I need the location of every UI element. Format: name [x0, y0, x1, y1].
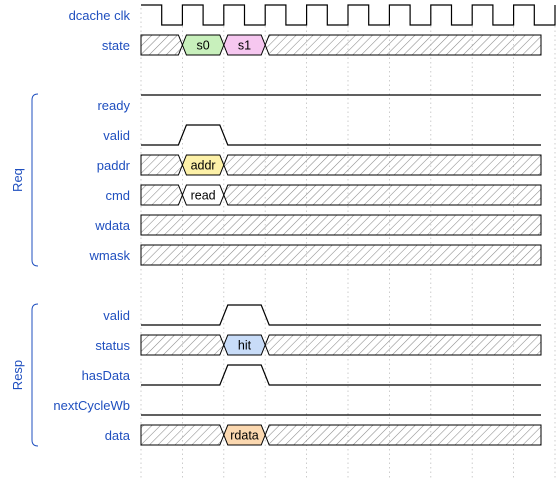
signal-row-req-valid: valid [103, 124, 541, 146]
logic-wave [141, 124, 541, 146]
segment-value: rdata [230, 429, 259, 443]
signal-row-req-ready: ready [97, 94, 541, 113]
segment-value: read [191, 189, 216, 203]
signal-row-req-wdata: wdata [94, 214, 542, 236]
undefined-segment [140, 244, 542, 266]
signal-row-req-wmask: wmask [89, 244, 542, 266]
undefined-segment [223, 154, 542, 176]
undefined-segment [140, 184, 183, 206]
logic-wave [141, 364, 541, 386]
group-label: Resp [10, 360, 25, 390]
segment-value: s1 [238, 39, 251, 53]
signal-label-req-ready: ready [97, 98, 130, 113]
signal-row-resp-valid: valid [103, 304, 541, 326]
signal-label-resp-has-data: hasData [82, 368, 131, 383]
group-req: Req [10, 93, 39, 267]
signal-label-req-cmd: cmd [105, 188, 130, 203]
undefined-segment [223, 184, 542, 206]
group-bracket [31, 93, 39, 267]
undefined-segment [140, 334, 225, 356]
signal-label-resp-valid: valid [103, 308, 130, 323]
signal-row-resp-next-cycle-wb: nextCycleWb [53, 398, 541, 416]
signal-label-resp-status: status [95, 338, 130, 353]
undefined-segment [264, 424, 542, 446]
undefined-segment [140, 214, 542, 236]
undefined-segment [264, 334, 542, 356]
signal-row-resp-status: status hit [95, 334, 542, 356]
group-resp: Resp [10, 303, 39, 447]
signal-label-resp-next-cycle-wb: nextCycleWb [53, 398, 130, 413]
segment-value: s0 [196, 39, 209, 53]
segment-value: hit [238, 339, 252, 353]
signal-label-req-valid: valid [103, 128, 130, 143]
signal-row-resp-has-data: hasData [82, 364, 541, 386]
signal-row-req-cmd: cmd read [105, 184, 542, 206]
signal-label-req-wdata: wdata [94, 218, 130, 233]
segment-value: addr [191, 159, 216, 173]
signal-row-resp-data: data rdata [105, 424, 542, 446]
signal-label-state: state [102, 38, 130, 53]
undefined-segment [264, 34, 542, 56]
clock-wave [141, 4, 556, 26]
grid-lines [140, 8, 556, 480]
logic-wave [141, 304, 541, 326]
undefined-segment [140, 34, 183, 56]
undefined-segment [140, 154, 183, 176]
signal-label-req-paddr: paddr [97, 158, 131, 173]
signal-label-req-wmask: wmask [89, 248, 131, 263]
group-bracket [31, 303, 39, 447]
signal-label-resp-data: data [105, 428, 131, 443]
signal-row-clock: dcache clk [69, 4, 556, 26]
signal-row-state: state s0 s1 [102, 34, 542, 56]
signal-row-req-paddr: paddr addr [97, 154, 542, 176]
undefined-segment [140, 424, 225, 446]
signal-label-clock: dcache clk [69, 8, 131, 23]
group-label: Req [10, 168, 25, 192]
